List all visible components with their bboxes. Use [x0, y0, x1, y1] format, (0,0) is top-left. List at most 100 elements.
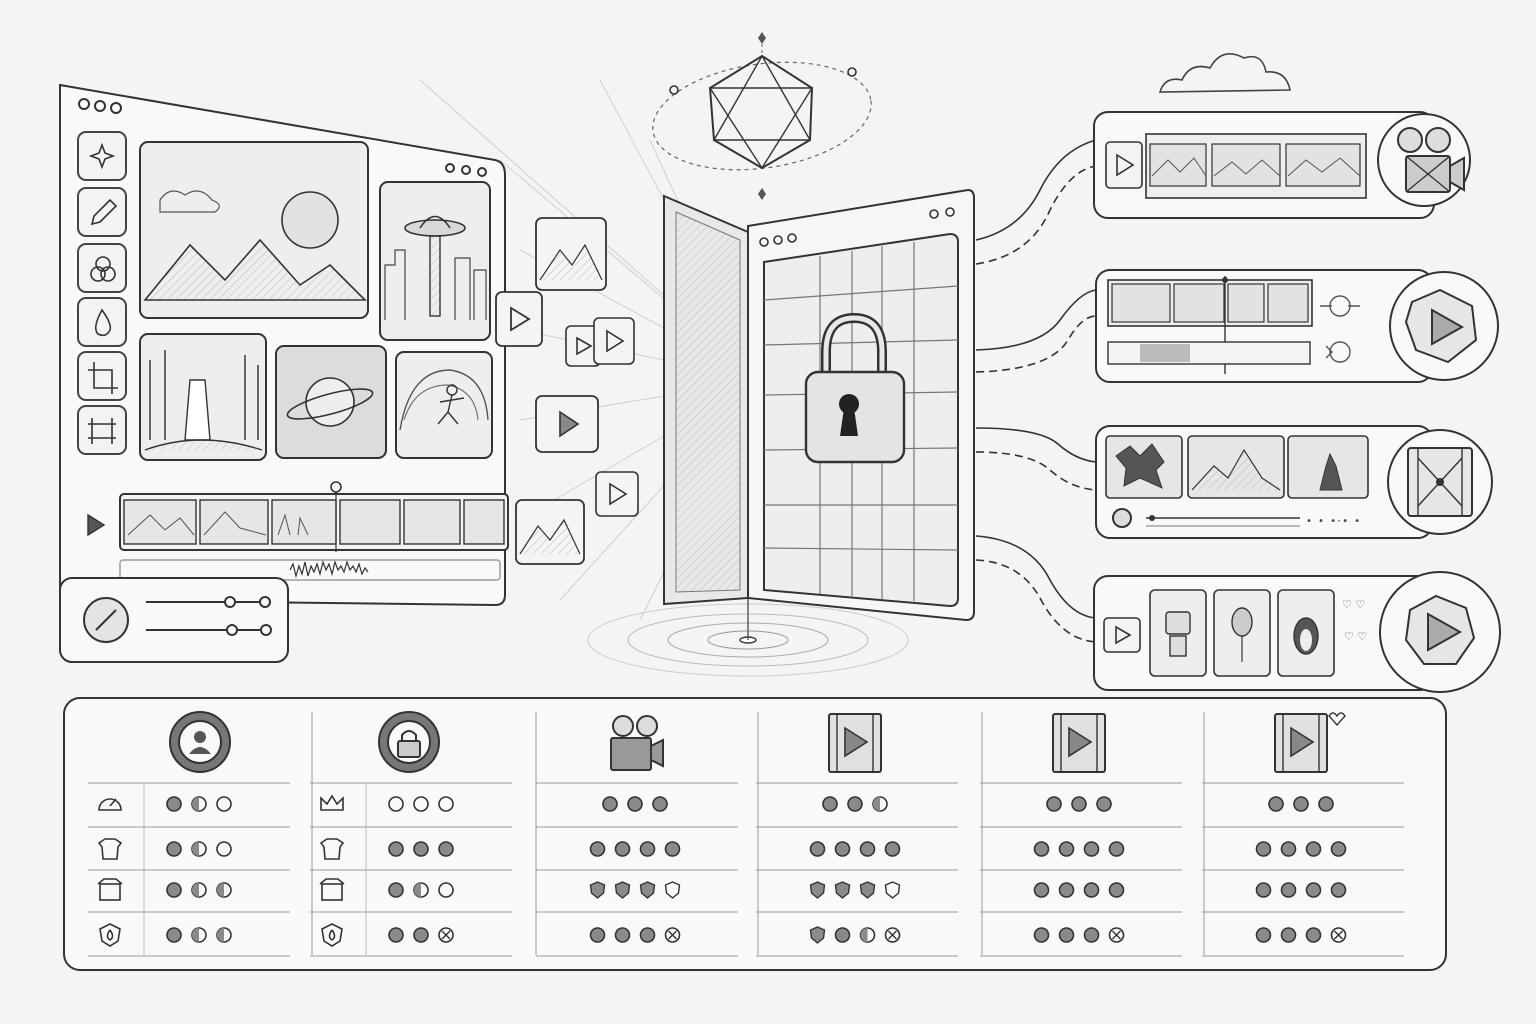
rating-mark-x [1330, 927, 1347, 943]
slider-thumb[interactable] [224, 596, 236, 608]
rating-mark-full [614, 927, 631, 943]
rating-mark-full [1280, 841, 1297, 857]
play-button[interactable] [1105, 141, 1143, 189]
crown-icon [320, 794, 344, 811]
tool-strip [77, 131, 127, 455]
rating-mark-full [388, 882, 404, 898]
rating-mark-full [1083, 841, 1100, 857]
gauge-icon [98, 798, 122, 811]
rating-mark-x [664, 927, 681, 943]
movie-camera-icon [610, 715, 664, 771]
rating-mark-shield [809, 926, 826, 944]
rating-mark-x [438, 927, 454, 943]
rating-mark-full [664, 841, 681, 857]
rating-mark-half [859, 927, 876, 943]
rating-mark-empty [438, 882, 454, 898]
rating-mark-full [1280, 882, 1297, 898]
audio-track[interactable] [119, 559, 501, 581]
play-icon[interactable] [87, 513, 106, 537]
box-icon [319, 878, 345, 901]
rating-mark-full [1108, 841, 1125, 857]
rating-mark-full [822, 796, 838, 812]
progress-track[interactable] [1107, 341, 1311, 365]
rating-mark-x [1108, 927, 1125, 943]
rating-mark-full [166, 796, 182, 812]
shield-drop-icon [321, 923, 343, 947]
rating-mark-full [589, 927, 606, 943]
rating-mark-full [1268, 796, 1284, 812]
rating-mark-full [1058, 882, 1075, 898]
play-gem-icon [1404, 288, 1478, 364]
rating-mark-full [627, 796, 643, 812]
rating-mark-full [1318, 796, 1334, 812]
rating-mark-full [834, 927, 851, 943]
rating-mark-empty [438, 796, 454, 812]
output-card-3: • • •·• • [1095, 425, 1493, 539]
shirt-icon [319, 838, 345, 860]
gallery-tile-planet[interactable] [275, 345, 387, 459]
rating-mark-full [834, 841, 851, 857]
shapes-icon[interactable] [77, 243, 127, 293]
output-card-1 [1093, 111, 1471, 219]
window-dot [110, 102, 122, 114]
output-card-4: ♡ ♡ ♡ ♡ [1093, 571, 1501, 693]
rating-mark-empty [216, 841, 232, 857]
play-button[interactable] [1103, 617, 1141, 653]
rating-mark-full [1108, 882, 1125, 898]
rating-mark-full [1033, 927, 1050, 943]
slider-card [59, 577, 289, 663]
floating-play-card[interactable] [535, 395, 599, 453]
film-map-icon [828, 713, 882, 773]
rating-mark-full [1305, 841, 1322, 857]
timecode-glyphs: • • •·• • [1306, 516, 1360, 527]
matrix-body [88, 711, 1404, 957]
rating-mark-full [1033, 882, 1050, 898]
film-play-icon [1052, 713, 1106, 773]
floating-play-card[interactable] [595, 471, 639, 517]
gallery-tile-waterfall[interactable] [139, 333, 267, 461]
rating-mark-half [191, 796, 207, 812]
shield-drop-icon [99, 923, 121, 947]
gallery-tile-ufo[interactable] [379, 181, 491, 341]
rating-mark-shield [809, 881, 826, 899]
box-icon [97, 878, 123, 901]
rating-mark-full [1083, 882, 1100, 898]
rating-mark-full [1305, 927, 1322, 943]
connectors [975, 139, 1097, 643]
pencil-icon[interactable] [77, 187, 127, 237]
crop-icon[interactable] [77, 351, 127, 401]
sparkle-icon[interactable] [77, 131, 127, 181]
film-heart-icon [1274, 712, 1346, 773]
rating-mark-half [872, 796, 888, 812]
rating-mark-full [388, 927, 404, 943]
rating-mark-full [1046, 796, 1062, 812]
movie-camera-icon [1397, 127, 1465, 193]
heart-icons: ♡ ♡ [1342, 598, 1365, 611]
rating-mark-half [191, 927, 207, 943]
rating-mark-shield [614, 881, 631, 899]
rating-mark-full [166, 927, 182, 943]
play-gem-icon [1404, 594, 1476, 665]
window-dot [78, 98, 90, 110]
slider-thumb[interactable] [226, 624, 238, 636]
frame-icon[interactable] [77, 405, 127, 455]
rating-mark-shield [859, 881, 876, 899]
rating-mark-full [1255, 841, 1272, 857]
rating-mark-full [438, 841, 454, 857]
user-badge-icon [169, 711, 231, 773]
rating-mark-half [216, 927, 232, 943]
rating-mark-full [413, 841, 429, 857]
rating-mark-full [859, 841, 876, 857]
rating-mark-full [639, 841, 656, 857]
record-button[interactable] [1112, 508, 1132, 528]
floating-play-card[interactable] [495, 291, 543, 347]
rating-mark-full [413, 927, 429, 943]
lock-badge-icon [378, 711, 440, 773]
rating-mark-full [1280, 927, 1297, 943]
rating-mark-shield [834, 881, 851, 899]
gallery-tile-surfer[interactable] [395, 351, 493, 459]
drop-icon[interactable] [77, 297, 127, 347]
floating-play-card[interactable] [593, 317, 635, 365]
gallery-tile-mountain[interactable] [139, 141, 369, 319]
rating-mark-x [884, 927, 901, 943]
